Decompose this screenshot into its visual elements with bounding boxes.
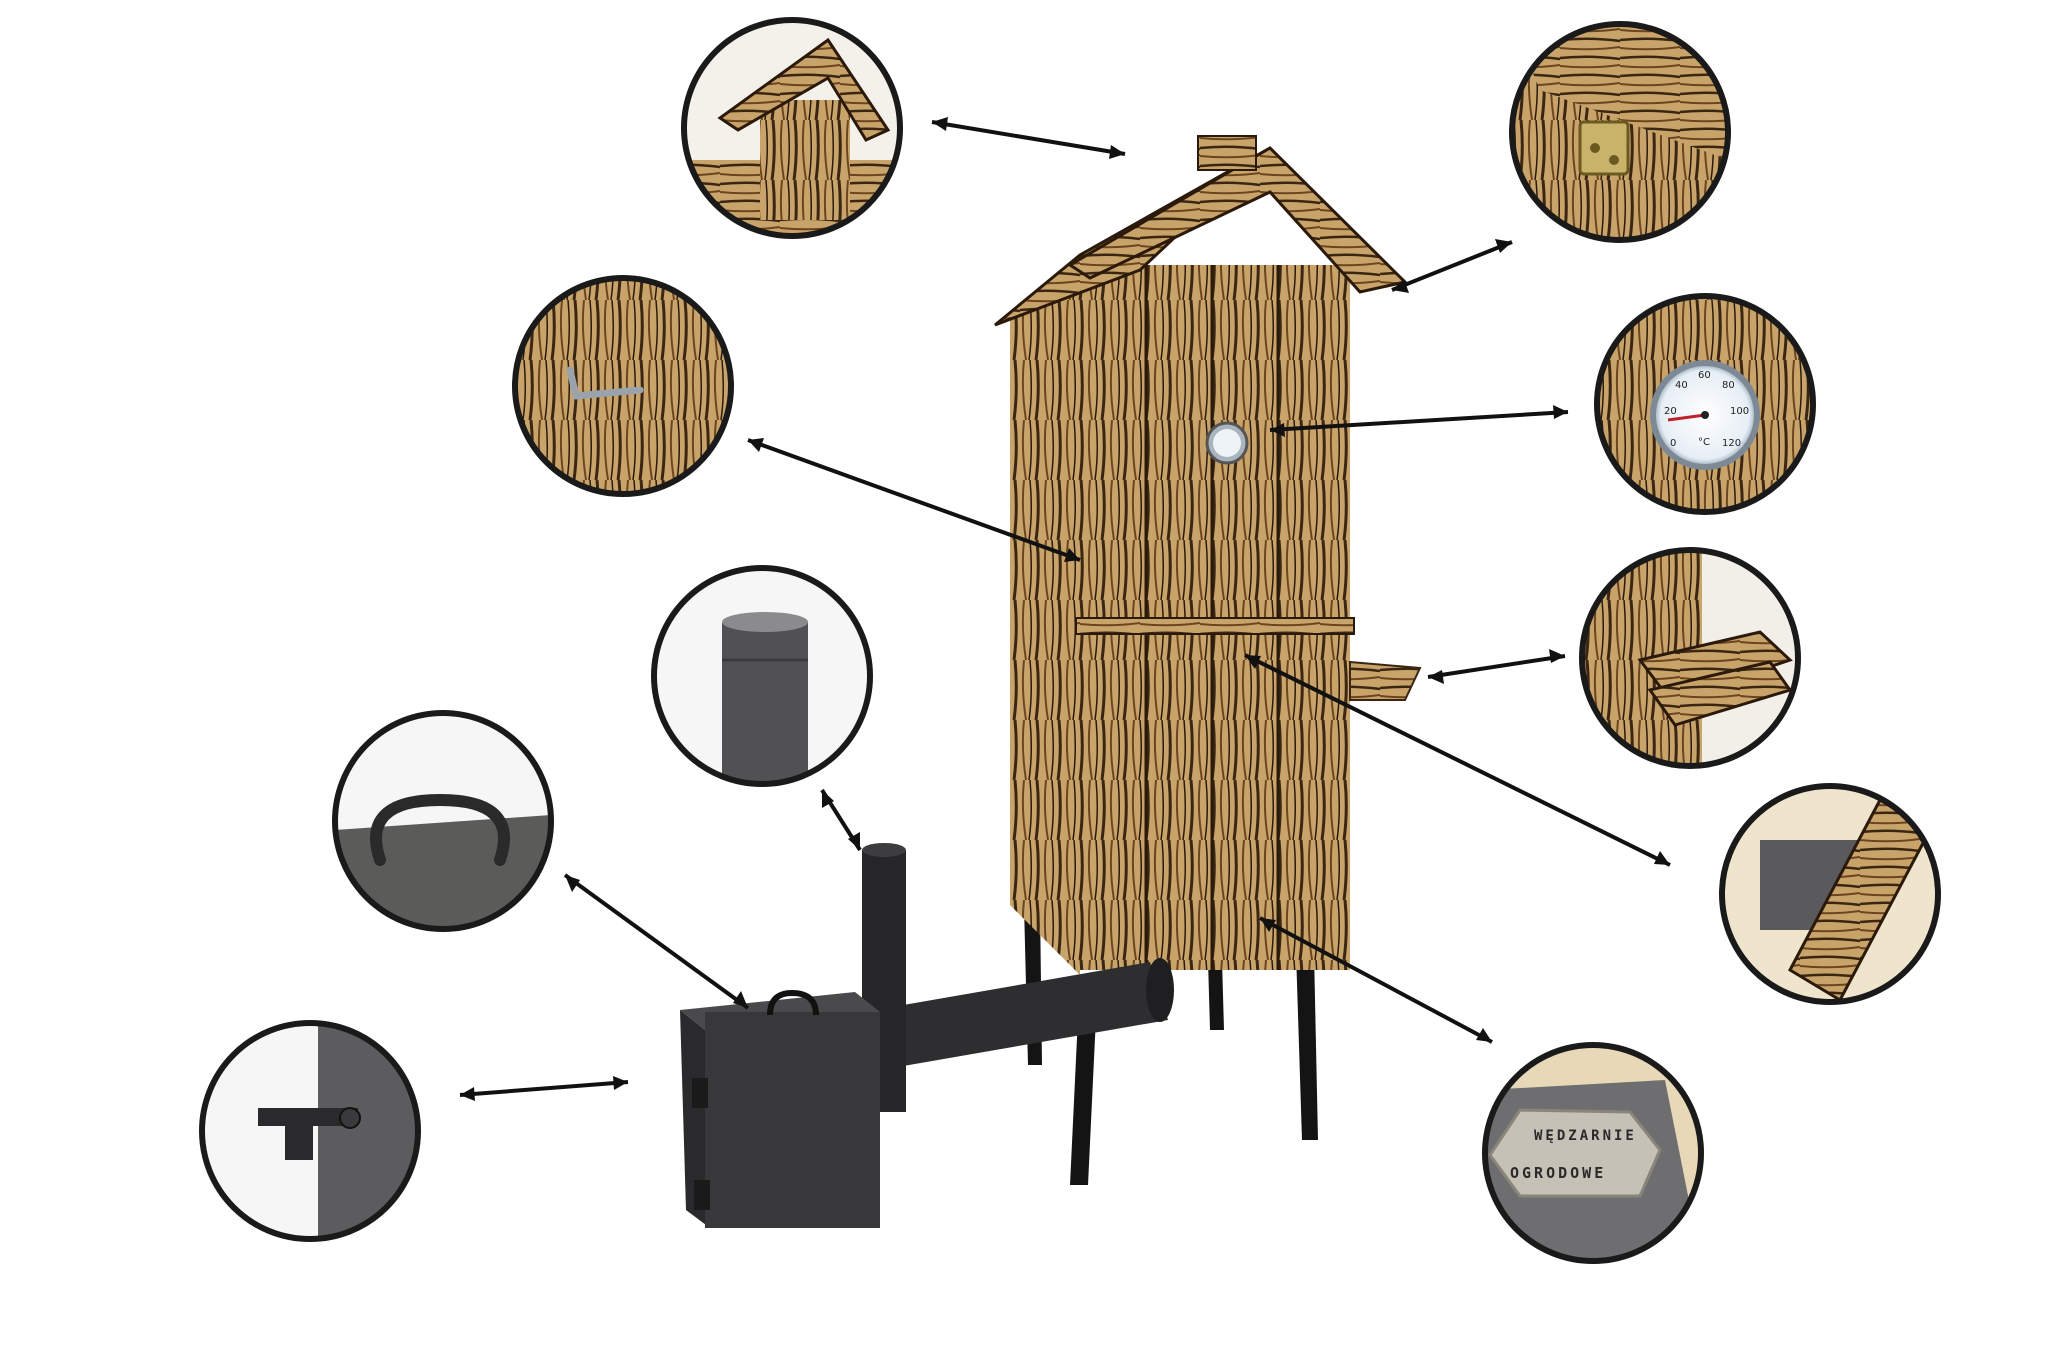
detail-roof-top (681, 17, 903, 239)
nameplate-line2: OGRODOWE (1510, 1164, 1606, 1182)
firebox-assembly (680, 843, 1174, 1228)
gauge-scale-40: 40 (1675, 380, 1688, 391)
latch-icon (258, 1107, 361, 1160)
handle-icon (767, 989, 819, 1016)
hinge-icon (1578, 120, 1630, 176)
hook-icon (566, 366, 644, 400)
detail-hinge (1509, 21, 1731, 243)
gauge-scale-60: 60 (1698, 370, 1711, 381)
nameplate-plate (1488, 1108, 1662, 1198)
detail-inner-smoke-door (1719, 783, 1941, 1005)
door-divider-rail (1075, 617, 1355, 635)
firebox-side (705, 1012, 880, 1228)
detail-chimney-pipe (651, 565, 873, 787)
leg-back-right (1208, 960, 1224, 1030)
leg-front-right (1296, 952, 1318, 1140)
detail-hook (512, 275, 734, 497)
detail-latch (199, 1020, 421, 1242)
handle-icon (370, 793, 510, 866)
side-shelf (1349, 660, 1422, 701)
firebox-front (680, 1010, 710, 1228)
detail-thermometer: 0 20 40 60 80 100 120 °C (1594, 293, 1816, 515)
thermometer-gauge-icon: 0 20 40 60 80 100 120 °C (1650, 360, 1760, 470)
roof-chimney-cap (1197, 135, 1257, 171)
roof-front-panel (1067, 146, 1409, 294)
callout-arrows (459, 117, 1671, 1101)
gauge-unit: °C (1698, 437, 1710, 448)
detail-side-shelf (1579, 547, 1801, 769)
cabinet-side-panel (1010, 282, 1080, 975)
gauge-scale-100: 100 (1730, 406, 1749, 417)
thermometer-gauge-icon (1205, 421, 1249, 465)
cabinet-front-lower (1080, 630, 1350, 970)
gauge-scale-20: 20 (1664, 406, 1677, 417)
detail-firebox-handle (332, 710, 554, 932)
gauge-scale-0: 0 (1670, 438, 1676, 449)
hinge-icon (692, 1078, 708, 1108)
connecting-pipe (875, 962, 1168, 1070)
nameplate-line1: WĘDZARNIE (1534, 1128, 1637, 1144)
gauge-scale-80: 80 (1722, 380, 1735, 391)
detail-nameplate: WĘDZARNIE OGRODOWE (1482, 1042, 1704, 1264)
gauge-scale-120: 120 (1722, 438, 1741, 449)
